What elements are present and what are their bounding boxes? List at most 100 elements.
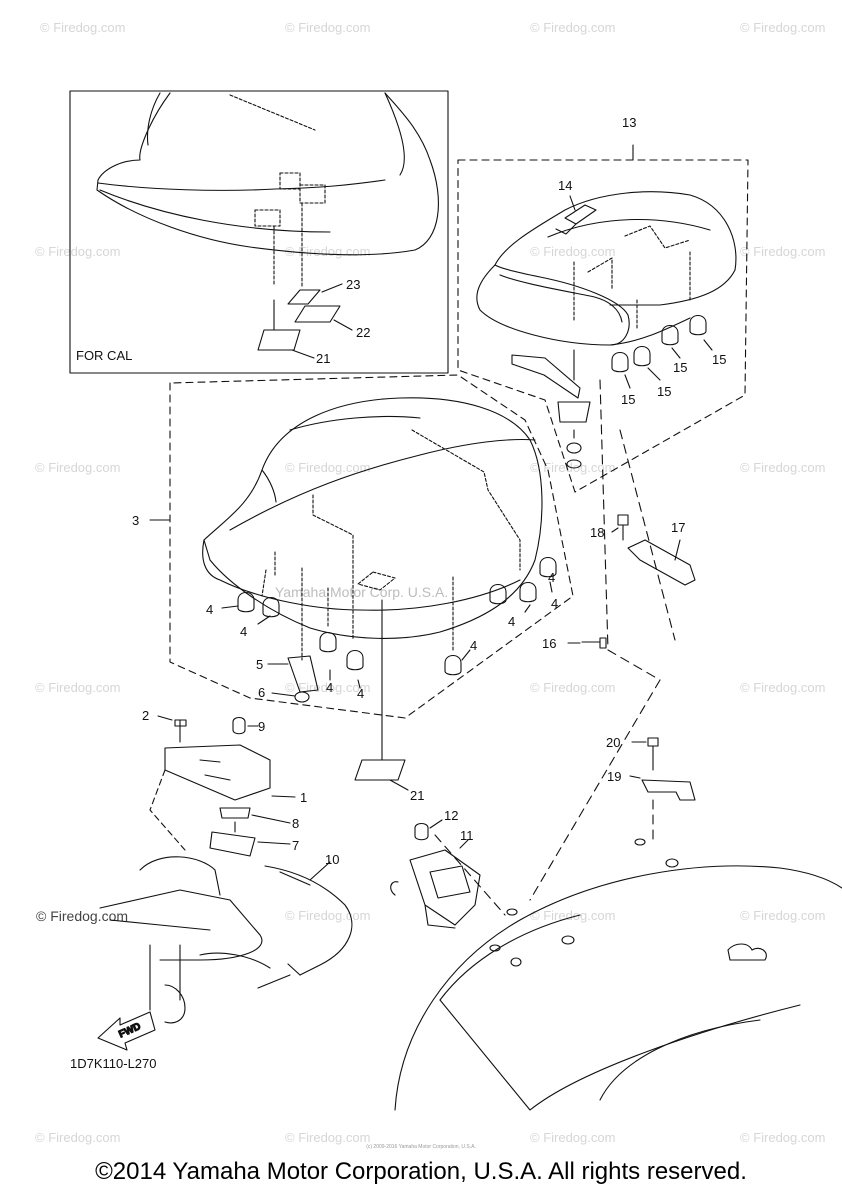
callout-10: 10 — [325, 852, 339, 867]
watermark: © Firedog.com — [35, 244, 121, 259]
leader-21 — [291, 349, 315, 359]
nut-9 — [232, 716, 246, 735]
fender-hole — [634, 838, 646, 846]
front-seat-frame — [169, 374, 574, 719]
center-watermark: Yamaha Motor Corp. U.S.A. — [275, 584, 449, 600]
watermark: © Firedog.com — [530, 244, 616, 259]
watermark: © Firedog.com — [740, 244, 826, 259]
callout-1: 1 — [300, 790, 307, 805]
inset-pad-23 — [287, 289, 321, 305]
cable-tip — [257, 974, 291, 989]
label-21-lower — [354, 759, 406, 781]
callout-4: 4 — [240, 624, 247, 639]
fender-cutout — [727, 943, 767, 961]
leader-10 — [309, 861, 331, 881]
callout-23: 23 — [346, 277, 360, 292]
latch-7 — [209, 831, 256, 857]
callout-2: 2 — [142, 708, 149, 723]
bolt-2 — [174, 719, 187, 743]
watermark: © Firedog.com — [40, 20, 126, 35]
fender-hole — [506, 908, 518, 916]
callout-8: 8 — [292, 816, 299, 831]
callout-18: 18 — [590, 525, 604, 540]
fender-hole — [665, 858, 679, 868]
inset-label: FOR CAL — [76, 348, 132, 363]
callout-4: 4 — [357, 686, 364, 701]
rear-fender — [394, 865, 842, 1111]
callout-21: 21 — [316, 351, 330, 366]
callout-7: 7 — [292, 838, 299, 853]
copyright-notice: ©2014 Yamaha Motor Corporation, U.S.A. A… — [95, 1158, 747, 1185]
lock-bracket-1 — [164, 744, 271, 801]
leader-6 — [271, 692, 296, 697]
callout-11: 11 — [460, 828, 474, 843]
leader-8 — [251, 814, 291, 824]
plate-8 — [219, 807, 251, 819]
watermark: © Firedog.com — [285, 20, 371, 35]
leader-7 — [257, 841, 291, 845]
bolt-20 — [647, 737, 659, 771]
latch-11 — [390, 849, 481, 929]
inset-frame — [69, 90, 449, 374]
leader-18 — [611, 527, 619, 533]
callout-21: 21 — [410, 788, 424, 803]
cable-10 — [264, 865, 353, 976]
rear-nut — [566, 442, 582, 454]
callout-labels: 1 2 3 4 4 4 4 4 4 4 4 5 6 7 8 9 10 11 12… — [132, 115, 726, 867]
watermark: © Firedog.com — [530, 1130, 616, 1145]
inset-dashes — [229, 94, 326, 289]
cable-ends — [279, 871, 311, 976]
watermark: © Firedog.com — [740, 20, 826, 35]
callout-6: 6 — [258, 685, 265, 700]
rear-hook — [557, 401, 591, 423]
watermark: © Firedog.com — [740, 680, 826, 695]
watermark: © Firedog.com — [530, 20, 616, 35]
callout-15: 15 — [712, 352, 726, 367]
inset-pad-22 — [294, 305, 341, 323]
frame-section — [99, 856, 271, 1024]
leader-1 — [271, 795, 296, 798]
callout-13: 13 — [622, 115, 636, 130]
callout-15: 15 — [621, 392, 635, 407]
watermark: © Firedog.com — [35, 460, 121, 475]
rear-seat — [476, 191, 737, 346]
bolt-12 — [414, 822, 429, 841]
bracket-5 — [287, 655, 319, 693]
leader-21b — [389, 779, 409, 791]
fwd-arrow — [97, 1011, 156, 1051]
leader-14 — [569, 195, 576, 211]
bracket-19 — [641, 779, 696, 801]
callout-14: 14 — [558, 178, 572, 193]
watermark: © Firedog.com — [35, 680, 121, 695]
front-seat-dashes — [261, 429, 521, 661]
reference-code: 1D7K110-L270 — [70, 1056, 157, 1071]
leader-22 — [333, 319, 353, 331]
watermark: © Firedog.com — [530, 908, 616, 923]
callout-4: 4 — [548, 570, 555, 585]
leader-19 — [629, 775, 641, 779]
inset-seat-outline — [96, 92, 439, 256]
watermark: © Firedog.com — [740, 908, 826, 923]
callout-4: 4 — [508, 614, 515, 629]
watermark: © Firedog.com — [285, 1130, 371, 1145]
callout-16: 16 — [542, 636, 556, 651]
inset-label-21 — [257, 329, 301, 351]
cushions-15 — [611, 314, 707, 373]
leaders-4 — [221, 581, 553, 689]
callout-4: 4 — [206, 602, 213, 617]
bracket-holes — [199, 759, 231, 781]
fender-hole — [489, 944, 501, 952]
watermark: © Firedog.com — [740, 1130, 826, 1145]
rear-seat-frame — [457, 159, 749, 493]
front-seat — [202, 397, 543, 639]
watermark-strong: © Firedog.com — [36, 908, 129, 924]
leaders-15 — [624, 339, 713, 389]
leader-23 — [321, 283, 343, 293]
leader-2 — [157, 715, 173, 721]
rear-bracket — [511, 354, 581, 399]
callout-3: 3 — [132, 513, 139, 528]
watermark: © Firedog.com — [35, 1130, 121, 1145]
bracket-17 — [627, 539, 696, 586]
